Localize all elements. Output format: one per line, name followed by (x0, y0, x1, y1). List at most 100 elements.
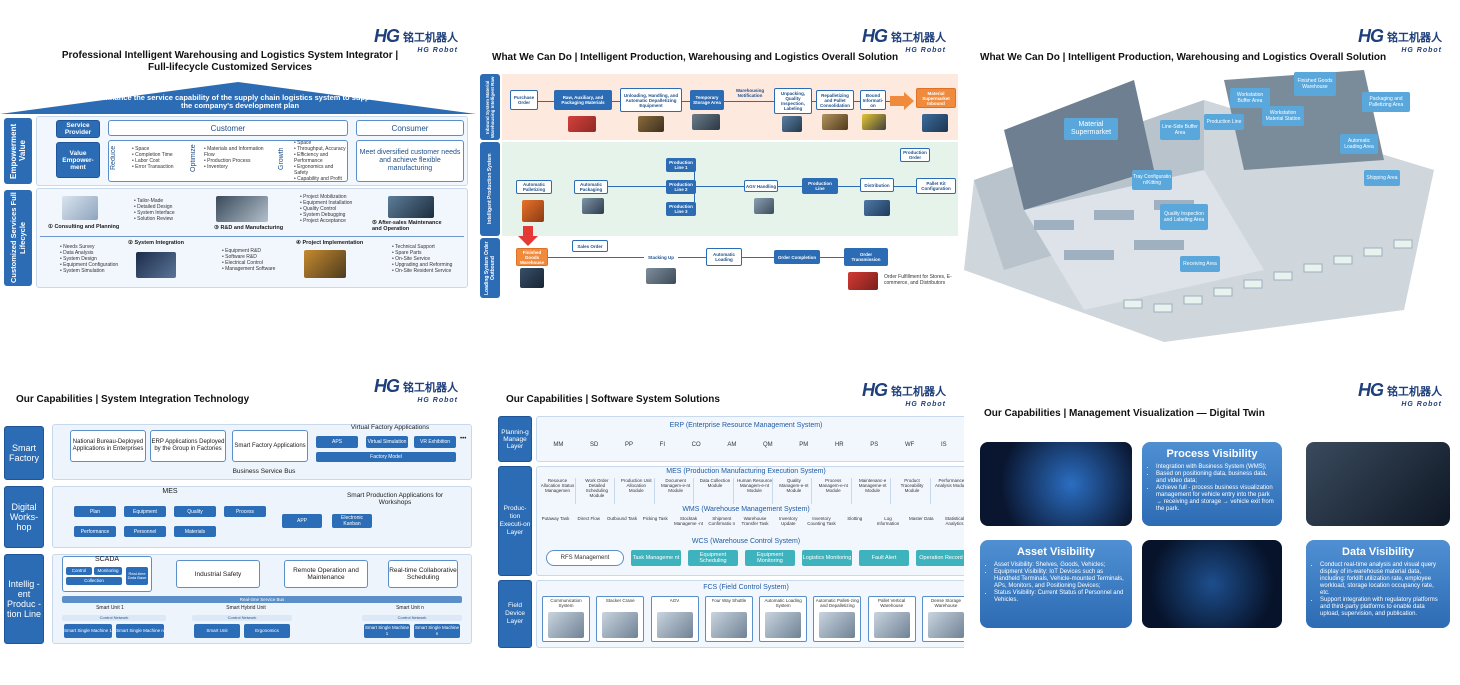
fcs-device-photo (656, 612, 693, 638)
fcs-device-label: Automatic Palleti-zing and Depalletizing (815, 598, 860, 608)
fcs-device-photo (548, 612, 584, 638)
flow-order-transmission: Order Transmission (844, 248, 888, 266)
fcs-device-photo (819, 612, 856, 638)
industrial-safety: Industrial Safety (176, 560, 260, 588)
wms-module: Outbound Task (606, 516, 638, 521)
slide-title: Our Capabilities | Management Visualizat… (984, 408, 1265, 419)
step-5: ⑤ After-sales Maintenance and Operation (372, 220, 442, 232)
mes-performance: Performance (74, 526, 116, 537)
flow-bound-info: Bound Informati-on (860, 90, 886, 110)
mes-module: Process Managem-e-nt Module (816, 478, 852, 504)
empowerment-value-label: Empowerment Value (4, 118, 32, 184)
step-1: ① Consulting and Planning (48, 224, 120, 230)
spa-app: APP (282, 514, 322, 528)
fcs-device-label: Communication System (550, 598, 582, 608)
area-material-station: Workstation Material Station (1262, 106, 1304, 126)
step5-items: • Technical Support • Spare Parts • On-S… (392, 244, 453, 274)
slide-title: What We Can Do | Intelligent Production,… (492, 52, 899, 63)
fcs-device-photo (873, 612, 910, 638)
flow-auto-packaging: Automatic Packaging (574, 180, 608, 194)
flow-warehousing-notification: Warehousing Notification (735, 88, 765, 98)
integration-photo (136, 252, 176, 278)
lane-inbound: Inbound System Material Warehousing Inte… (480, 74, 500, 140)
lane-production: Intelligent Production System (480, 142, 500, 236)
unit1-machine-1: Smart Single Machine 1 (64, 624, 112, 638)
mes-module: Work Order Detailed Scheduling Module (579, 478, 616, 504)
erp-title: ERP (Enterprise Resource Management Syst… (669, 422, 823, 429)
erp-am: AM (727, 442, 737, 448)
optimize-label: Optimize (190, 144, 197, 172)
optimize-items: • Materials and Information Flow • Produ… (204, 146, 264, 170)
wcs-module: Logistics Monitoring (802, 550, 852, 566)
process-visibility-title: Process Visibility (1166, 448, 1258, 460)
packaging-photo (582, 198, 604, 214)
mes-module: Production Unit Allocation Module (619, 478, 655, 504)
inspection-photo (782, 116, 802, 132)
business-service-bus: Business Service Bus (232, 468, 296, 475)
unit-hybrid-title: Smart Hybrid Unit (226, 605, 266, 611)
wcs-module: RFS Management (546, 550, 624, 566)
flow-unloading: Unloading, Handling, and Automatic Depal… (620, 88, 682, 112)
data-visibility-title: Data Visibility (1342, 546, 1414, 558)
erp-pp: PP (624, 442, 633, 448)
vfa-vr-exhibition: VR Exhibition (414, 436, 456, 448)
growth-items: • Space • Throughput, Accuracy • Efficie… (294, 140, 346, 182)
fcs-device-label: Four Way Shuttle (711, 598, 747, 603)
mes-module: Document Managem-e-nt Module (658, 478, 695, 504)
unit1-machine-n: Smart Single Machine n (116, 624, 164, 638)
mes-materials: Materials (174, 526, 216, 537)
roof-banner (0, 82, 476, 114)
flow-temp-storage: Temporary Storage Area (690, 90, 724, 110)
unitn-machine-n: Smart Single Machine n (414, 624, 460, 638)
realtime-service-bus: Real-time Service Bus (62, 596, 462, 603)
fcs-device: AGV (650, 596, 699, 642)
asset-item: Status Visibility: Current Status of Per… (994, 590, 1124, 604)
area-finished-goods: Finished Goods Warehouse (1294, 72, 1336, 96)
wms-module: Master Data (908, 516, 934, 521)
fcs-device: Dense Storage Warehouse (921, 596, 964, 642)
slide-title: Our Capabilities | System Integration Te… (16, 394, 250, 405)
layer-digital-workshop: Digital Works-hop (4, 486, 44, 548)
fcs-device-photo (927, 612, 964, 638)
wms-module: Putaway Task (541, 516, 570, 521)
erp-ps: PS (870, 442, 879, 448)
step4-items: • Project Mobilization • Equipment Insta… (300, 194, 353, 224)
wms-module: Direct Flow (577, 516, 600, 521)
control-network-3: Control Network (362, 615, 462, 621)
area-auto-loading: Automatic Loading Area (1340, 134, 1378, 154)
layer-production-line: Intellig -ent Produc -tion Line (4, 554, 44, 644)
depalletizer-photo (638, 116, 664, 132)
layer-execution: Produc-tion Executi-on Layer (498, 466, 532, 576)
truck-photo (568, 116, 596, 132)
reduce-label: Reduce (110, 145, 117, 170)
fcs-device-label: AGV (669, 598, 680, 603)
growth-label: Growth (278, 147, 285, 170)
vfa-aps: APS (316, 436, 358, 448)
erp-panel (536, 416, 964, 462)
erp-is: IS (940, 442, 947, 448)
wms-title: WMS (Warehouse Management System) (682, 506, 810, 513)
scada-control: Control (66, 567, 92, 575)
layer-planning: Plannin-g Manage Layer (498, 416, 532, 462)
step-4: ④ Project Implementation (296, 240, 364, 246)
fcs-device: Automatic Palleti-zing and Depalletizing (813, 596, 862, 642)
mes-quality: Quality (174, 506, 216, 517)
fcs-device-photo (765, 612, 802, 638)
wcs-module: Operation Record (916, 550, 964, 566)
wms-module: Warehouse Transfer Task (741, 516, 769, 526)
stacking-photo (646, 268, 676, 284)
flow-production-line-2: Production Line 2 (666, 180, 696, 194)
data-item: Conduct real-time analysis and visual qu… (1320, 562, 1442, 597)
mes-module: Human Resource Managem-e-nt Module (737, 478, 773, 504)
wms-module: Log Information (876, 516, 900, 526)
fcs-device: Pallet Vertical Warehouse (867, 596, 916, 642)
